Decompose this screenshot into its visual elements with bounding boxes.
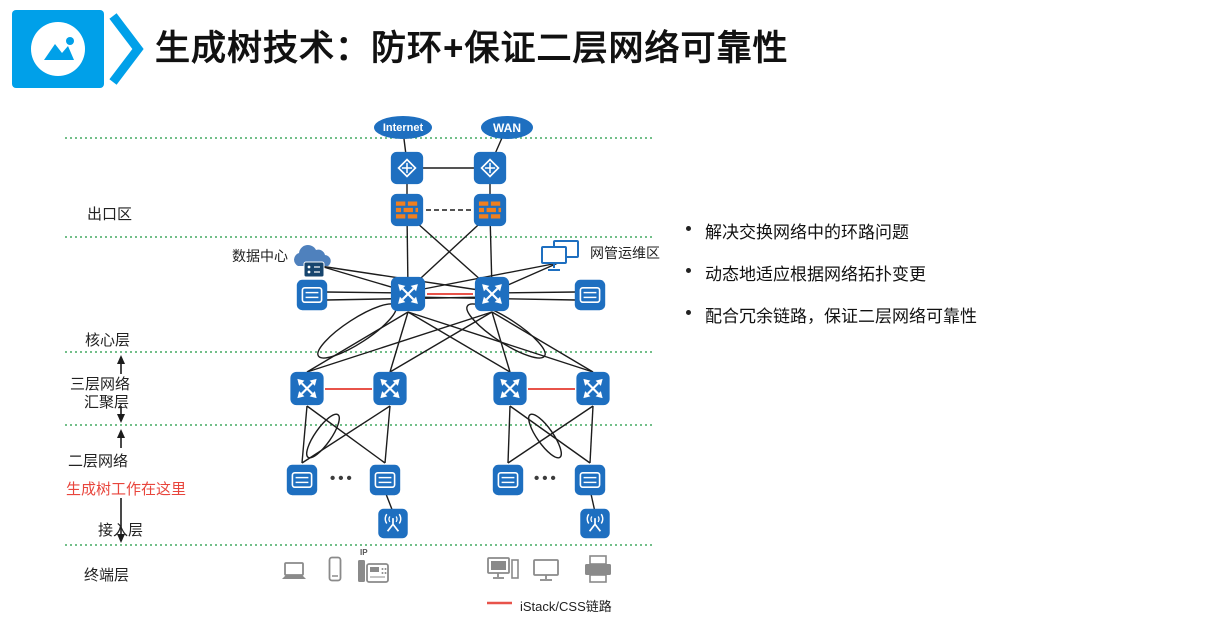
core-switch-icon-1 (389, 276, 427, 312)
stack-device-icon-right (574, 279, 606, 311)
layer-span-arrows (117, 355, 125, 543)
datacenter-label: 数据中心 (232, 248, 288, 264)
router-icon-1 (389, 151, 425, 185)
key-points-list: 解决交换网络中的环路问题 动态地适应根据网络拓扑变更 配合冗余链路，保证二层网络… (686, 218, 1186, 344)
access-switch-icon-3 (492, 464, 524, 496)
ip-phone-label: IP (360, 548, 368, 557)
key-point-item: 配合冗余链路，保证二层网络可靠性 (686, 302, 1186, 327)
access-switch-icon-4 (574, 464, 606, 496)
wireless-ap-icon-1 (377, 508, 409, 539)
bullet-dot (686, 310, 691, 315)
internet-cloud: Internet (374, 116, 432, 139)
key-point-item: 动态地适应根据网络拓扑变更 (686, 260, 1186, 285)
zone-label-egress: 出口区 (87, 206, 133, 223)
page-title: 生成树技术：防环+保证二层网络可靠性 (155, 29, 789, 68)
ip-phone-icon (356, 554, 390, 584)
core-switch-icon-2 (473, 276, 511, 312)
desktop-monitor-icon (486, 556, 520, 584)
zone-label-access: 接入层 (98, 522, 144, 539)
firewall-icon-2 (472, 193, 508, 227)
display-icon (532, 558, 562, 584)
key-point-text: 动态地适应根据网络拓扑变更 (705, 265, 926, 284)
stack-device-icon-left (296, 279, 328, 311)
firewall-icon-1 (389, 193, 425, 227)
wireless-ap-icon-2 (579, 508, 611, 539)
bullet-dot (686, 226, 691, 231)
l3-network-label: 三层网络 (70, 376, 131, 393)
agg-switch-icon-4 (575, 371, 611, 406)
agg-switch-icon-3 (492, 371, 528, 406)
access-switch-icon-1 (286, 464, 318, 496)
wan-cloud: WAN (481, 116, 533, 139)
printer-icon (581, 554, 615, 584)
datacenter-cloud-icon (288, 238, 340, 280)
zone-label-terminal: 终端层 (84, 567, 130, 584)
agg-switch-icon-2 (372, 371, 408, 406)
bullet-dot (686, 268, 691, 273)
picture-icon (12, 10, 144, 88)
nms-monitors-icon (538, 238, 582, 274)
key-point-text: 解决交换网络中的环路问题 (705, 223, 909, 242)
zone-label-aggregation: 汇聚层 (84, 394, 130, 411)
agg-switch-icon-1 (289, 371, 325, 406)
more-devices-dots-right: ••• (534, 470, 559, 487)
key-point-text: 配合冗余链路，保证二层网络可靠性 (705, 307, 977, 326)
more-devices-dots-left: ••• (330, 470, 355, 487)
key-point-item: 解决交换网络中的环路问题 (686, 218, 1186, 243)
l2-network-label: 二层网络 (68, 453, 129, 470)
zone-label-core: 核心层 (85, 332, 131, 349)
internet-label: Internet (382, 121, 424, 134)
router-icon-2 (472, 151, 508, 185)
slide-logo (10, 8, 145, 95)
smartphone-icon (327, 556, 343, 582)
wan-label: WAN (493, 120, 521, 135)
nms-label: 网管运维区 (590, 245, 660, 261)
laptop-icon (278, 560, 310, 584)
legend-istack-label: iStack/CSS链路 (520, 599, 612, 614)
stp-works-here-note: 生成树工作在这里 (66, 481, 187, 498)
access-switch-icon-2 (369, 464, 401, 496)
istack-links (325, 293, 575, 390)
